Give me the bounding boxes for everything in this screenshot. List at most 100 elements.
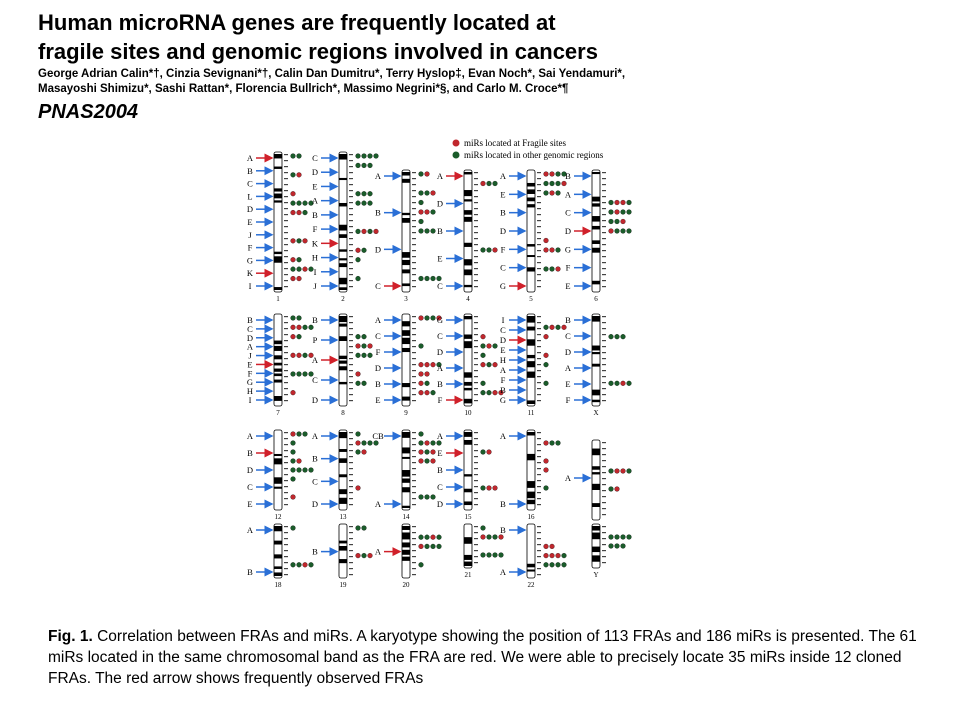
fra-letter: A <box>437 171 444 181</box>
band-annotation <box>474 256 478 258</box>
band-annotation <box>537 544 541 546</box>
chromosome-band <box>592 196 600 202</box>
chromosome-label: 5 <box>529 295 533 303</box>
mir-dot-other <box>367 228 373 234</box>
fra-letter: C <box>312 153 318 163</box>
band-annotation <box>602 442 606 444</box>
fra-letter: A <box>565 363 572 373</box>
mir-dot-other <box>424 534 430 540</box>
mir-dot-other <box>355 352 361 358</box>
band-annotation <box>349 376 353 378</box>
band-annotation <box>284 328 288 330</box>
mir-dot-other <box>418 562 424 568</box>
caption-text: Correlation between FRAs and miRs. A kar… <box>48 628 917 687</box>
band-annotation <box>412 456 416 458</box>
mir-dot-fragile <box>296 352 302 358</box>
mir-dot-fragile <box>355 553 361 559</box>
band-annotation <box>474 172 478 174</box>
fra-letter: I <box>314 267 317 277</box>
mir-dot-fragile <box>543 237 549 244</box>
band-annotation <box>537 462 541 464</box>
band-annotation <box>474 480 478 482</box>
chromosome-body <box>463 313 473 407</box>
mir-dot-other <box>543 266 549 272</box>
fra-letter: H <box>500 355 506 365</box>
chromosome-band <box>464 199 472 202</box>
mir-dot-other <box>430 543 436 549</box>
chromosome-band <box>339 336 347 341</box>
band-annotation <box>284 480 288 482</box>
mir-dot-fragile <box>430 190 436 196</box>
band-annotation <box>602 316 606 318</box>
mir-dot-fragile <box>418 209 424 215</box>
band-annotation <box>284 556 288 558</box>
title-line-2: fragile sites and genomic regions involv… <box>38 39 598 64</box>
fra-letter: C <box>437 482 443 492</box>
band-annotation <box>474 322 478 324</box>
band-annotation <box>602 460 606 462</box>
mir-dot-other <box>424 190 430 196</box>
chromosome-band <box>592 247 600 253</box>
band-annotation <box>602 526 606 528</box>
band-annotation <box>602 508 606 510</box>
mir-dot-fragile <box>543 458 549 464</box>
band-annotation <box>474 562 478 564</box>
mir-dot-other <box>290 440 296 446</box>
band-annotation <box>412 450 416 452</box>
band-annotation <box>349 214 353 216</box>
mir-dot-other <box>308 200 314 206</box>
legend-fragile-dot <box>452 139 460 147</box>
fra-letter: G <box>500 395 506 405</box>
band-annotation <box>349 444 353 446</box>
band-annotation <box>349 160 353 162</box>
mir-dot-fragile <box>614 199 620 206</box>
band-annotation <box>474 400 478 402</box>
mir-dot-other <box>418 494 424 500</box>
chromosome-band <box>592 399 600 403</box>
band-annotation <box>474 196 478 198</box>
band-annotation <box>537 184 541 186</box>
fra-letter: B <box>500 499 506 509</box>
chromosome-band <box>402 218 410 223</box>
band-annotation <box>412 352 416 354</box>
mir-dot-fragile <box>614 209 620 215</box>
authors-line-2: Masayoshi Shimizu*, Sashi Rattan*, Flore… <box>38 83 569 95</box>
chromosome-band <box>527 481 535 488</box>
mir-dot-fragile <box>367 343 373 349</box>
band-annotation <box>602 550 606 552</box>
mir-dot-other <box>355 153 361 159</box>
mir-dot-other <box>543 324 549 330</box>
band-annotation <box>474 334 478 336</box>
band-annotation <box>284 280 288 282</box>
band-annotation <box>412 562 416 564</box>
band-annotation <box>284 178 288 180</box>
fra-letter: A <box>375 547 382 557</box>
fra-letter: A <box>500 431 507 441</box>
mir-dot-other <box>418 199 424 206</box>
band-annotation <box>474 214 478 216</box>
band-annotation <box>537 376 541 378</box>
chromosome-band <box>527 499 535 505</box>
chromosome-band <box>339 177 347 181</box>
chromosome-band <box>592 483 600 490</box>
chromosome-body <box>338 523 348 579</box>
band-annotation <box>284 352 288 354</box>
band-annotation <box>474 444 478 446</box>
band-annotation <box>537 274 541 276</box>
chromosome-band <box>339 263 347 268</box>
mir-dot-other <box>543 190 549 196</box>
chromosome-body <box>273 151 283 293</box>
mir-dot-other <box>308 371 314 377</box>
chromosome-label: 15 <box>465 513 473 521</box>
fra-letter: B <box>565 171 571 181</box>
mir-dot-other <box>355 431 361 437</box>
band-annotation <box>602 232 606 234</box>
band-annotation <box>474 498 478 500</box>
band-annotation <box>284 208 288 210</box>
chromosome-band <box>464 474 472 477</box>
